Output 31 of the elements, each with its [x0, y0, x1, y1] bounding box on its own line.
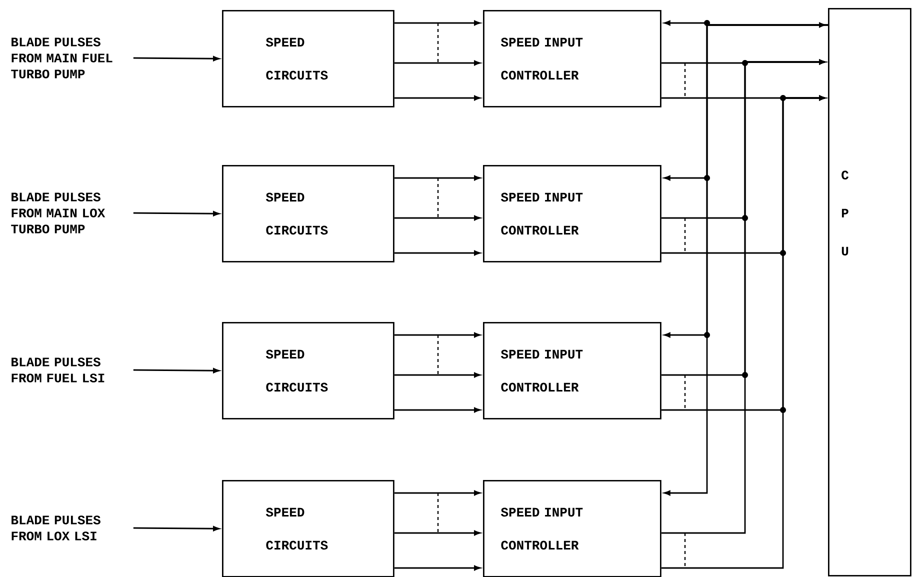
arrow	[394, 565, 480, 571]
arrow	[133, 526, 220, 532]
input-label: BLADE PULSES FROM LOX LSI	[12, 516, 100, 540]
process-box: SPEED CIRCUITS	[222, 10, 394, 108]
process-box: SPEED CIRCUITS	[222, 322, 394, 420]
process-box: SPEED CIRCUITS	[222, 480, 394, 577]
arrow	[394, 407, 480, 413]
input-label: BLADE PULSES FROM FUEL LSI	[12, 358, 104, 382]
arrow	[664, 20, 826, 28]
process-box: SPEED INPUT CONTROLLER	[483, 165, 662, 262]
arrow	[394, 60, 480, 66]
arrow	[394, 250, 480, 256]
arrow	[133, 368, 220, 374]
arrow	[394, 175, 480, 181]
input-label: BLADE PULSES FROM MAIN LOX TURBO PUMP	[11, 192, 106, 234]
arrow	[394, 95, 480, 101]
arrow	[394, 530, 480, 536]
arrow	[133, 211, 220, 216]
process-box: SPEED INPUT CONTROLLER	[483, 322, 662, 420]
arrow	[394, 20, 480, 26]
input-label: BLADE PULSES FROM MAIN FUEL TURBO PUMP	[11, 38, 112, 78]
arrow	[394, 372, 480, 378]
cpu-box: C P U	[828, 8, 912, 576]
arrow	[394, 332, 480, 338]
process-box: SPEED INPUT CONTROLLER	[483, 480, 662, 577]
process-box: SPEED CIRCUITS	[222, 165, 394, 262]
arrow	[394, 215, 480, 221]
arrow	[394, 490, 480, 496]
process-box: SPEED INPUT CONTROLLER	[483, 10, 662, 108]
arrow	[664, 24, 828, 496]
arrow	[133, 56, 220, 62]
